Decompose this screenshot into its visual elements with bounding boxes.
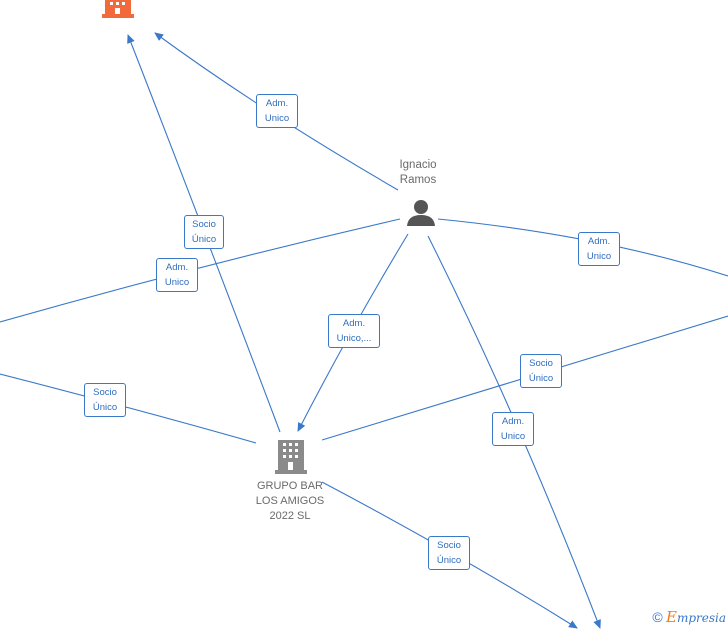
person-name: Ignacio Ramos — [399, 159, 437, 186]
edge-person-to-left — [0, 218, 401, 323]
edge-label-line1: Socio — [192, 219, 216, 230]
edge-label-person-right[interactable]: Adm. Unico — [578, 232, 620, 266]
edge-label-person-bottom[interactable]: Adm. Unico — [492, 412, 534, 446]
edge-label-line2: Único — [191, 234, 217, 245]
edge-label-line2: Unico — [500, 431, 526, 442]
edge-label-line1: Adm. — [501, 416, 525, 427]
edge-label-line1: Adm. — [342, 318, 366, 329]
building-icon — [275, 440, 307, 474]
edge-label-line1: Adm. — [165, 262, 189, 273]
edge-label-line1: Adm. — [587, 236, 611, 247]
empresia-watermark: © Empresia — [652, 608, 726, 626]
edge-label-main-bottom[interactable]: Socio Único — [428, 536, 470, 570]
person-node[interactable] — [406, 199, 436, 227]
edge-label-line1: Socio — [93, 387, 117, 398]
top-company-node[interactable] — [102, 0, 134, 20]
person-icon — [407, 200, 435, 226]
edge-label-line2: Único — [528, 373, 554, 384]
main-company-name: GRUPO BAR LOS AMIGOS 2022 SL — [255, 480, 325, 522]
edge-label-line1: Socio — [437, 540, 461, 551]
edge-label-line2: Unico,... — [336, 333, 372, 344]
edge-label-line2: Unico — [264, 113, 290, 124]
edge-label-line1: Socio — [529, 358, 553, 369]
brand-logo-text: mpresia — [676, 611, 726, 625]
edge-label-line2: Unico — [586, 251, 612, 262]
edge-label-person-main-company[interactable]: Adm. Unico,... — [328, 314, 380, 348]
edge-label-main-right[interactable]: Socio Único — [520, 354, 562, 388]
edge-label-line2: Unico — [164, 277, 190, 288]
edge-label-person-top-company[interactable]: Adm. Unico — [256, 94, 298, 128]
edge-label-person-left[interactable]: Adm. Unico — [156, 258, 198, 292]
brand-logo-e: E — [665, 608, 677, 626]
copyright-symbol: © — [652, 609, 663, 625]
edge-label-line2: Único — [436, 555, 462, 566]
edge-label-main-top-company[interactable]: Socio Único — [184, 215, 224, 249]
main-company-node[interactable] — [275, 440, 307, 474]
building-icon — [102, 0, 134, 18]
edge-label-left-main-company[interactable]: Socio Único — [84, 383, 126, 417]
edge-label-line2: Único — [92, 402, 118, 413]
edge-left-to-main-company — [0, 373, 257, 444]
edge-label-line1: Adm. — [265, 98, 289, 109]
